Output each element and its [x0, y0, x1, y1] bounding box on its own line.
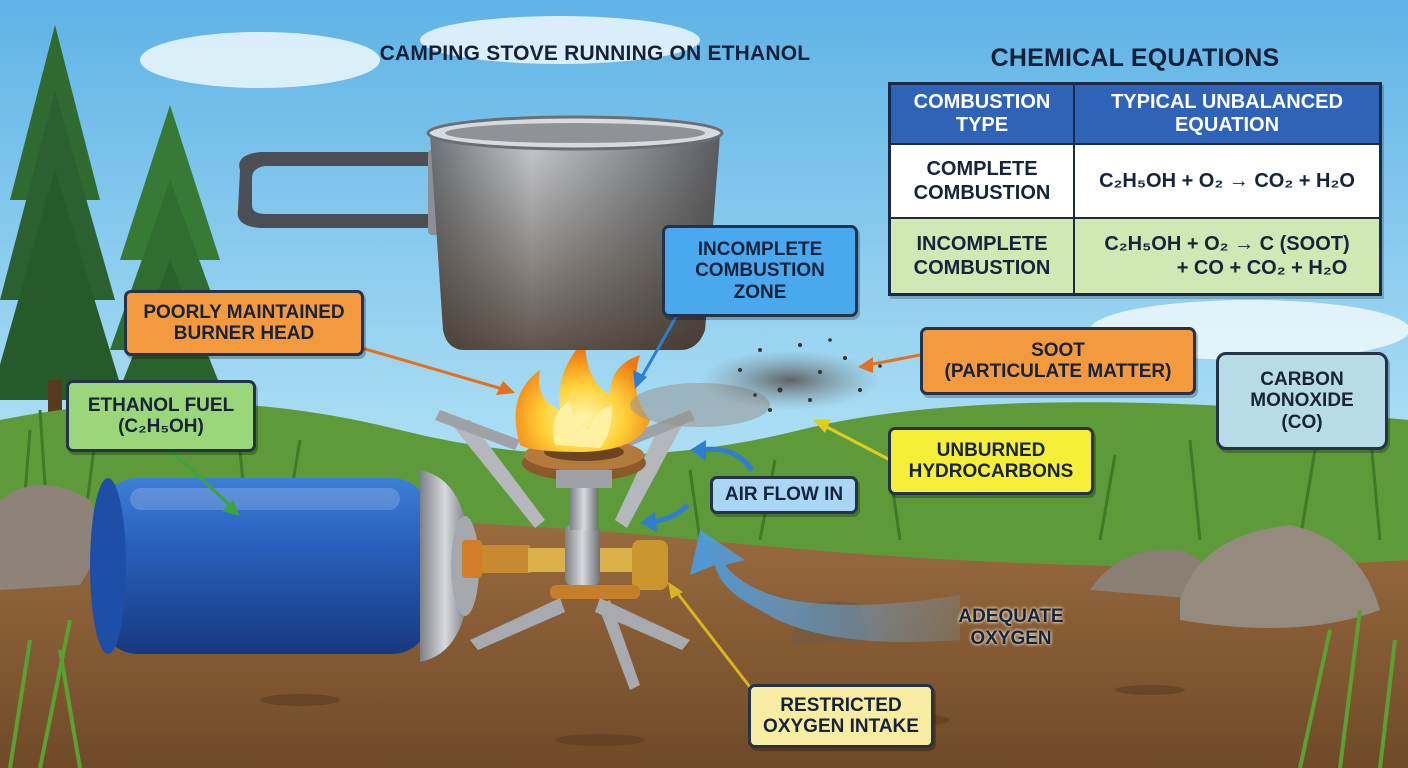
equation-incomplete-line: C₂H₅OH + O₂ → C (SOOT): [1104, 233, 1350, 255]
equations-title: CHEMICAL EQUATIONS: [990, 44, 1280, 72]
label-line: BURNER HEAD: [173, 323, 315, 344]
adequate-oxygen-label: ADEQUATE OXYGEN: [946, 606, 1076, 650]
ethanol-fuel-label: ETHANOL FUEL (C₂H₅OH): [66, 380, 256, 452]
label-line: ZONE: [733, 281, 787, 303]
row-type-cell: COMPLETE COMBUSTION: [888, 143, 1075, 219]
label-line: POORLY MAINTAINED: [143, 301, 345, 323]
label-line: CARBON: [1260, 369, 1344, 391]
row-equation-cell: C₂H₅OH + O₂ → CO₂ + H₂O: [1073, 143, 1382, 219]
incomplete-combustion-zone-label: INCOMPLETE COMBUSTION ZONE: [662, 225, 858, 317]
row-equation-cell: C₂H₅OH + O₂ → C (SOOT) + CO + CO₂ + H₂O: [1073, 217, 1382, 296]
fuel-canister: [90, 470, 479, 662]
table-row-incomplete: INCOMPLETE COMBUSTION C₂H₅OH + O₂ → C (S…: [888, 217, 1382, 296]
air-flow-label: AIR FLOW IN: [710, 476, 858, 514]
row-type-cell: INCOMPLETE COMBUSTION: [888, 217, 1075, 296]
label-line: ADEQUATE: [958, 606, 1064, 627]
label-line: COMBUSTION: [695, 260, 825, 282]
soot-plume: [630, 338, 882, 427]
row-type-line: INCOMPLETE: [916, 233, 1048, 255]
label-line: INCOMPLETE: [697, 239, 823, 261]
label-line: HYDROCARBONS: [908, 461, 1074, 482]
carbon-monoxide-label: CARBON MONOXIDE (CO): [1216, 352, 1388, 450]
label-line: SOOT: [1031, 339, 1085, 361]
table-header-equation: TYPICAL UNBALANCED EQUATION: [1073, 82, 1382, 145]
label-line: ETHANOL FUEL: [87, 394, 235, 416]
diagram-title: CAMPING STOVE RUNNING ON ETHANOL: [379, 42, 811, 65]
flames: [515, 340, 650, 452]
label-line: (CO): [1281, 411, 1323, 433]
restricted-oxygen-label: RESTRICTED OXYGEN INTAKE: [748, 684, 934, 748]
equation-complete: C₂H₅OH + O₂ → CO₂ + H₂O: [1099, 170, 1355, 192]
label-line: (PARTICULATE MATTER): [944, 361, 1172, 382]
cooking-pot: [237, 115, 724, 350]
label-line: (C₂H₅OH): [118, 416, 204, 437]
label-line: UNBURNED: [936, 439, 1046, 461]
label-line: MONOXIDE: [1250, 390, 1354, 412]
label-line: AIR FLOW IN: [724, 484, 844, 506]
row-type-line: COMBUSTION: [913, 182, 1051, 204]
soot-label: SOOT (PARTICULATE MATTER): [920, 327, 1196, 395]
label-line: RESTRICTED: [780, 694, 902, 716]
equation-incomplete-line: + CO + CO₂ + H₂O: [1176, 257, 1348, 279]
chemical-equations-table: COMBUSTION TYPE TYPICAL UNBALANCED EQUAT…: [888, 82, 1382, 296]
row-type-line: COMBUSTION: [913, 257, 1051, 279]
table-row-complete: COMPLETE COMBUSTION C₂H₅OH + O₂ → CO₂ + …: [888, 143, 1382, 219]
row-type-line: COMPLETE: [926, 158, 1038, 180]
label-line: OXYGEN INTAKE: [763, 716, 919, 737]
table-header-type: COMBUSTION TYPE: [888, 82, 1075, 145]
label-line: OXYGEN: [970, 627, 1052, 649]
burner-head-label: POORLY MAINTAINED BURNER HEAD: [124, 290, 364, 356]
unburned-hydrocarbons-label: UNBURNED HYDROCARBONS: [888, 427, 1094, 495]
